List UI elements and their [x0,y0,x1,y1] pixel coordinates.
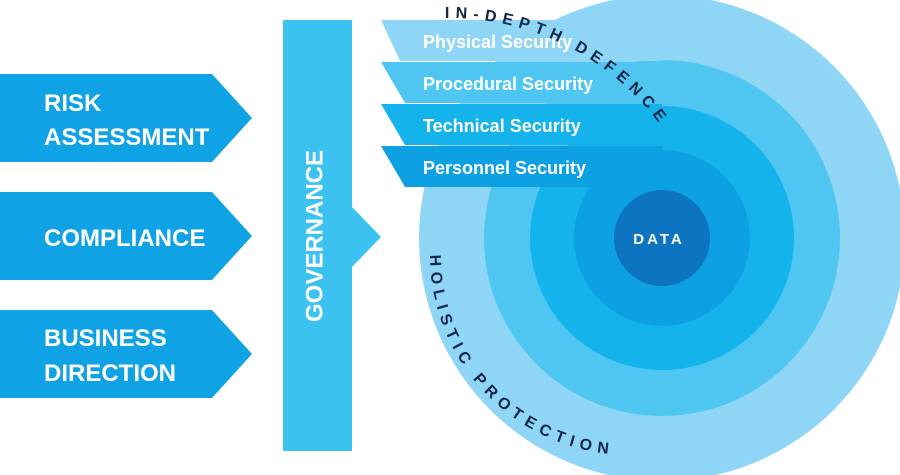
input-arrow-risk-assessment: RISK ASSESSMENT [0,74,252,162]
personnel-security-label: Personnel Security [423,158,586,178]
risk-assessment-label-line2: ASSESSMENT [44,124,210,151]
input-arrow-compliance: COMPLIANCE [0,192,252,280]
compliance-label: COMPLIANCE [44,225,205,252]
governance-column: GOVERNANCE [283,20,381,451]
technical-ribbon [381,104,662,145]
personnel-ribbon [381,146,662,187]
risk-assessment-label-line1: RISK [44,90,102,117]
physical-security-label: Physical Security [423,32,572,52]
data-core-label: DATA [633,231,684,248]
data-core [614,190,710,286]
governance-label: GOVERNANCE [301,150,328,322]
technical-security-label: Technical Security [423,116,581,136]
input-arrow-business-direction: BUSINESS DIRECTION [0,310,252,398]
business-direction-label-line2: DIRECTION [44,360,176,387]
procedural-security-label: Procedural Security [423,74,593,94]
business-direction-label-line1: BUSINESS [44,325,167,352]
procedural-ribbon [381,62,662,103]
physical-ribbon [381,20,662,61]
layer-ribbons: Physical Security Procedural Security Te… [381,20,662,187]
